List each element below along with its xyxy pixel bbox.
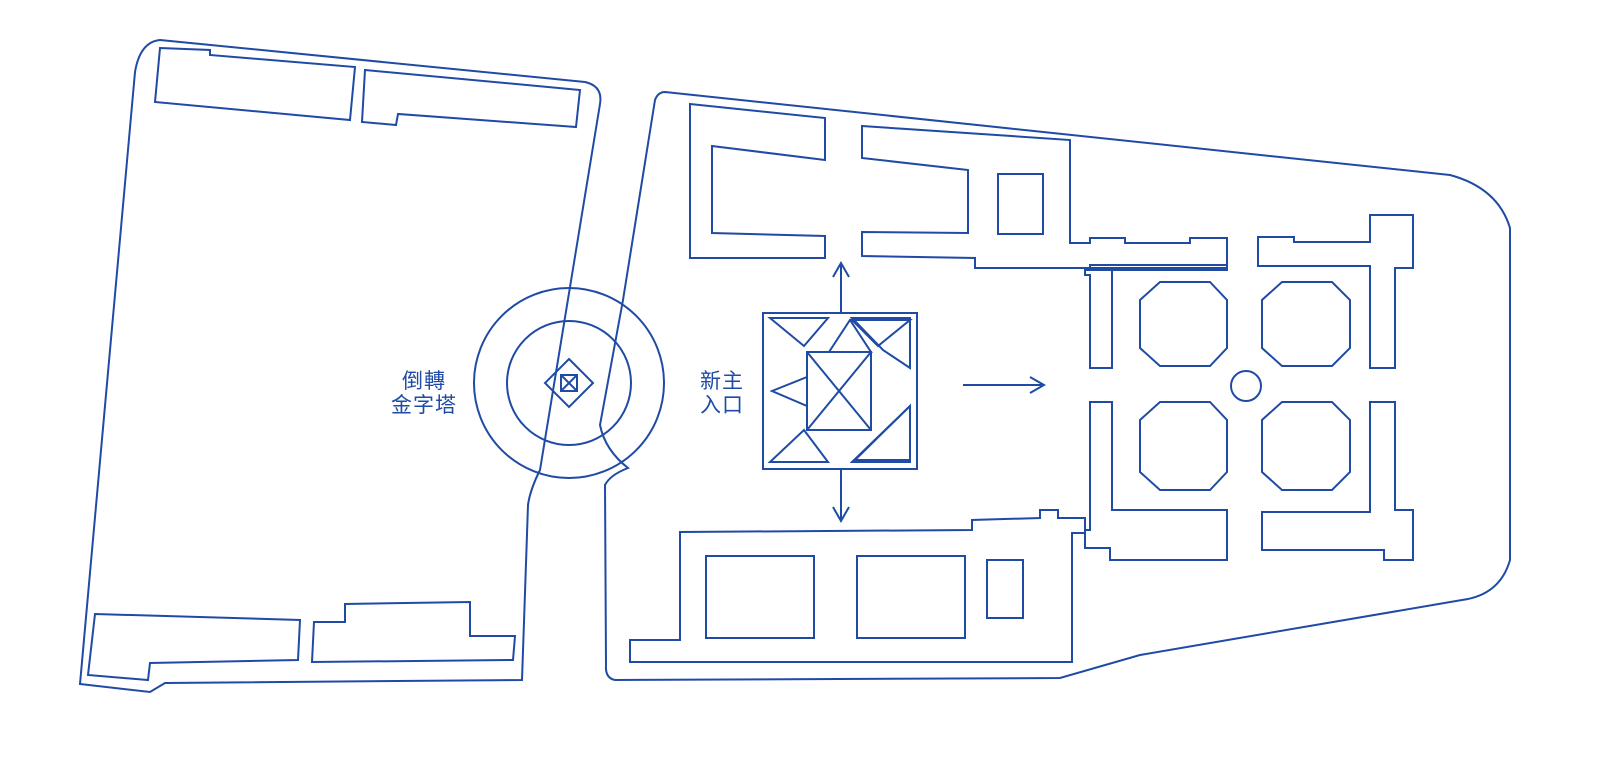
pyramid-corner-mid-bottom-right bbox=[852, 403, 911, 461]
west-building-top-right bbox=[360, 68, 582, 129]
label-new-main-entrance: 新主 入口 bbox=[694, 369, 750, 417]
pyramid-corner-mid-top-right bbox=[849, 319, 913, 348]
west-building-top-left bbox=[153, 46, 357, 122]
pyramid-top-band bbox=[827, 318, 873, 353]
arrow-down-head bbox=[832, 506, 850, 524]
south-wing-court-left bbox=[705, 555, 815, 639]
label-inverted-pyramid-line1: 倒轉 bbox=[402, 369, 446, 393]
court-center-circle bbox=[1230, 370, 1262, 402]
court-octagon-bottom-right bbox=[1261, 401, 1351, 491]
arrow-up-head bbox=[832, 260, 850, 278]
inverted-pyramid-diamond bbox=[543, 357, 595, 409]
north-wing-pavilion bbox=[997, 173, 1044, 235]
label-inverted-pyramid-line2: 金字塔 bbox=[391, 393, 457, 417]
court-octagon-top-left bbox=[1139, 281, 1228, 367]
roundabout-inner-ring bbox=[506, 320, 632, 446]
court-octagon-top-right bbox=[1261, 281, 1351, 367]
inverted-pyramid-square bbox=[560, 374, 578, 392]
pyramid-corner-bottom-left bbox=[767, 428, 830, 463]
north-wing-middle bbox=[861, 124, 1228, 269]
roundabout-outer-ring bbox=[473, 287, 665, 479]
label-new-main-entrance-line1: 新主 bbox=[700, 369, 744, 393]
west-building-bottom-left bbox=[86, 612, 302, 682]
arrow-right-head bbox=[1029, 376, 1047, 394]
south-wing-court-middle bbox=[856, 555, 966, 639]
label-inverted-pyramid: 倒轉 金字塔 bbox=[380, 369, 468, 417]
cour-carree-east-bottom bbox=[1261, 401, 1414, 561]
south-wing-pavilion bbox=[986, 559, 1024, 619]
east-block-outline bbox=[598, 90, 1511, 682]
inverted-pyramid-diagonal-b bbox=[560, 374, 578, 392]
cour-carree-west-top bbox=[1084, 269, 1113, 369]
map-linework bbox=[78, 38, 1511, 694]
cour-carree-west-bottom bbox=[1084, 401, 1228, 561]
south-wing-outline bbox=[629, 509, 1086, 663]
west-block-outline bbox=[78, 38, 602, 694]
label-new-main-entrance-line2: 入口 bbox=[700, 393, 744, 417]
court-octagon-bottom-left bbox=[1139, 401, 1228, 491]
north-wing-left bbox=[689, 102, 826, 259]
west-building-bottom-right bbox=[310, 600, 517, 664]
cour-carree-east-top bbox=[1257, 214, 1414, 369]
cour-carree-west-north bbox=[1089, 264, 1228, 271]
pyramid-left-band bbox=[769, 375, 808, 408]
pyramid-corner-top-left bbox=[767, 317, 831, 348]
pyramid-diagonal-b bbox=[806, 351, 872, 431]
